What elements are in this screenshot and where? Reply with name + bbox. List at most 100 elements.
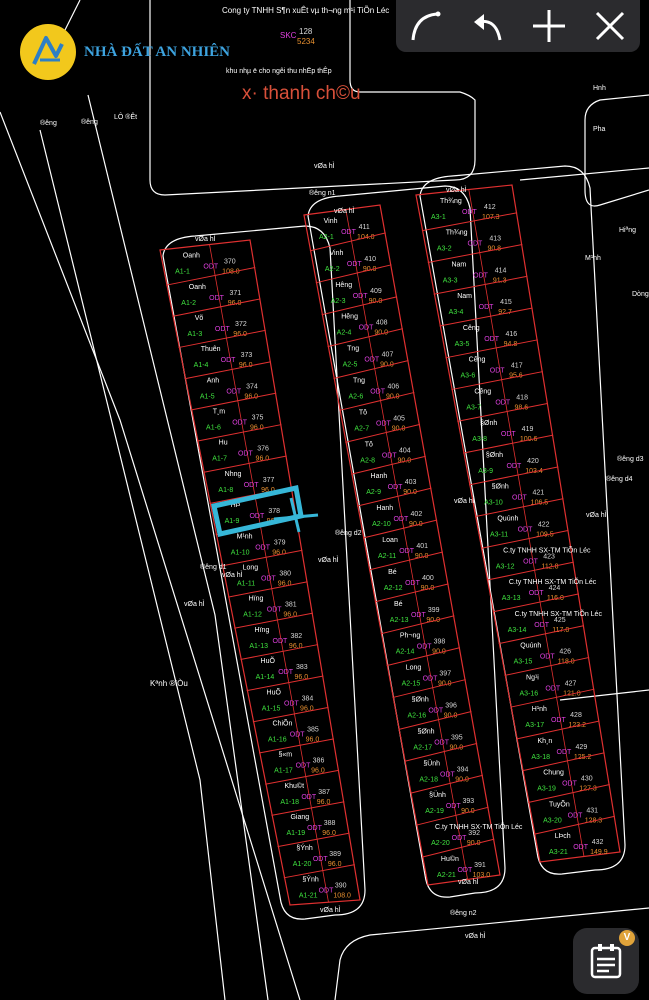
parcel-divider-line xyxy=(445,339,538,359)
block-divider xyxy=(345,209,468,880)
undo-button[interactable] xyxy=(463,3,513,49)
parcel-number: 381 xyxy=(285,602,297,609)
parcel-odt: ODT xyxy=(319,887,335,894)
parcel-odt: ODT xyxy=(359,325,375,332)
parcel-odt: ODT xyxy=(557,749,573,756)
parcel-owner: Hïng xyxy=(255,627,270,634)
close-button[interactable] xyxy=(585,3,635,49)
parcel-odt: ODT xyxy=(215,326,231,333)
parcel-area: 90.0 xyxy=(438,681,452,688)
parcel-odt: ODT xyxy=(313,856,329,863)
parcel-odt: ODT xyxy=(457,867,473,874)
parcel-code: A1-14 xyxy=(256,674,275,681)
company-top-label: Cong ty TNHH S¶n xuÊt vµ th­¬ng m¹i TiÕn… xyxy=(222,6,389,15)
parcel-odt: ODT xyxy=(540,654,556,661)
parcel-divider-line xyxy=(240,644,319,660)
parcel-odt: ODT xyxy=(353,293,369,300)
parcel-number: 372 xyxy=(235,321,247,328)
parcel-odt: ODT xyxy=(273,638,289,645)
parcel-odt: ODT xyxy=(512,495,528,502)
parcel-number: 374 xyxy=(246,383,258,390)
canal-label: Kªnh ®iÒu xyxy=(150,679,188,688)
parcel-owner: Nh­ng xyxy=(225,471,242,478)
parcel-divider-line xyxy=(190,392,277,411)
parcel-number: 410 xyxy=(364,256,376,263)
parcel-owner: §Ønh xyxy=(412,697,429,704)
parcel-area: 96.0 xyxy=(256,456,270,463)
redo-button[interactable] xyxy=(402,3,452,49)
parcel-code: A3-19 xyxy=(537,786,556,793)
parcel-area: 96.0 xyxy=(239,362,253,369)
list-fab-button[interactable]: V xyxy=(573,928,639,994)
parcel-code: A2-4 xyxy=(337,330,352,337)
parcel-number: 393 xyxy=(463,798,475,805)
parcel-number: 406 xyxy=(387,383,399,390)
parcel-code: A1-5 xyxy=(200,393,215,400)
parcel-odt: ODT xyxy=(238,451,254,458)
parcel-code: A3-11 xyxy=(490,532,508,539)
add-button[interactable] xyxy=(524,3,574,49)
parcel-code: A2-19 xyxy=(425,808,444,815)
parcel-area: 90.0 xyxy=(426,617,440,624)
parcel-divider-line xyxy=(368,551,443,571)
parcel-number: 411 xyxy=(359,224,370,231)
skc-num-label: 128 xyxy=(299,27,313,36)
parcel-divider-line xyxy=(271,801,345,816)
parcel-owner: Tô xyxy=(365,441,373,448)
parcel-owner: Hu©n xyxy=(441,855,459,863)
selected-parcel-outline[interactable] xyxy=(211,485,319,537)
parcel-code: A1-9 xyxy=(225,518,240,525)
